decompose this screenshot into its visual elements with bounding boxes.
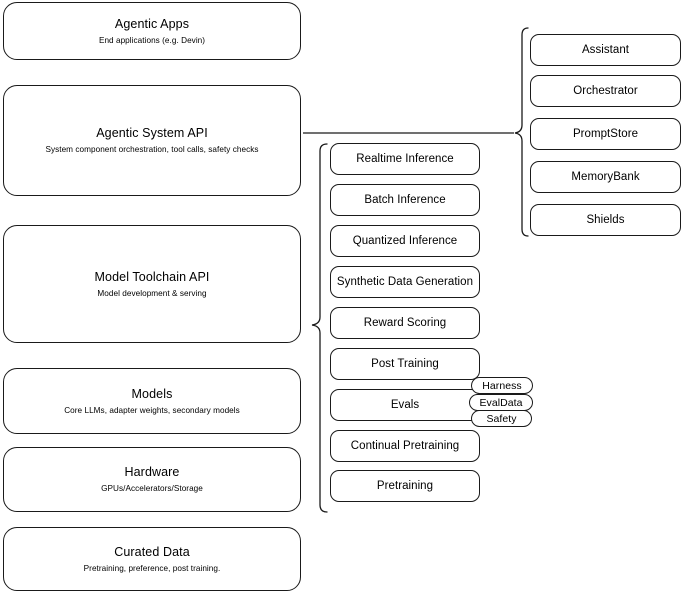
chip-label: Assistant [581,44,630,56]
chip-label: Quantized Inference [352,235,458,247]
layer-title: Agentic Apps [114,16,190,31]
chip-label: Realtime Inference [356,153,454,165]
chip-label: Evals [390,399,420,411]
agentic-system-item-assistant[interactable]: Assistant [530,34,681,66]
toolchain-item-pretraining[interactable]: Pretraining [330,470,480,502]
agentic-system-item-orchestrator[interactable]: Orchestrator [530,75,681,107]
agentic-system-item-memorybank[interactable]: MemoryBank [530,161,681,193]
toolchain-item-evals[interactable]: Evals [330,389,480,421]
chip-label: Synthetic Data Generation [336,276,474,288]
toolchain-item-synthetic-data-generation[interactable]: Synthetic Data Generation [330,266,480,298]
layer-agentic-apps[interactable]: Agentic Apps End applications (e.g. Devi… [3,2,301,60]
pill-label: Safety [486,412,517,425]
layer-subtitle: Pretraining, preference, post training. [83,563,221,573]
chip-label: PromptStore [572,128,639,140]
layer-subtitle: Core LLMs, adapter weights, secondary mo… [64,405,240,415]
toolchain-item-continual-pretraining[interactable]: Continual Pretraining [330,430,480,462]
toolchain-item-quantized-inference[interactable]: Quantized Inference [330,225,480,257]
layer-title: Hardware [124,465,180,479]
toolchain-item-realtime-inference[interactable]: Realtime Inference [330,143,480,175]
toolchain-item-post-training[interactable]: Post Training [330,348,480,380]
toolchain-item-reward-scoring[interactable]: Reward Scoring [330,307,480,339]
layer-subtitle: Model development & serving [97,288,207,298]
layer-subtitle: System component orchestration, tool cal… [45,145,259,154]
eval-pill-harness[interactable]: Harness [471,377,533,394]
chip-label: Pretraining [376,480,434,492]
chip-label: Batch Inference [364,194,446,206]
agentic-system-item-promptstore[interactable]: PromptStore [530,118,681,150]
toolchain-item-batch-inference[interactable]: Batch Inference [330,184,480,216]
layer-title: Agentic System API [96,126,208,140]
pill-label: EvalData [479,396,523,409]
chip-label: Continual Pretraining [350,440,460,452]
layer-subtitle: End applications (e.g. Devin) [98,35,206,45]
chip-label: Reward Scoring [363,317,447,329]
layer-title: Models [131,386,173,401]
layer-model-toolchain-api[interactable]: Model Toolchain API Model development & … [3,225,301,343]
chip-label: MemoryBank [571,171,640,183]
agentic-system-item-shields[interactable]: Shields [530,204,681,236]
pill-label: Harness [482,379,522,392]
chip-label: Orchestrator [573,85,638,97]
layer-curated-data[interactable]: Curated Data Pretraining, preference, po… [3,527,301,591]
layer-title: Model Toolchain API [94,269,210,284]
layer-agentic-system-api[interactable]: Agentic System API System component orch… [3,85,301,196]
layer-subtitle: GPUs/Accelerators/Storage [101,484,203,493]
layer-title: Curated Data [114,544,190,559]
chip-label: Post Training [371,358,439,370]
brace-model-toolchain [311,143,328,513]
layer-models[interactable]: Models Core LLMs, adapter weights, secon… [3,368,301,434]
layer-hardware[interactable]: Hardware GPUs/Accelerators/Storage [3,447,301,512]
brace-agentic-system [514,27,529,237]
chip-label: Shields [586,214,625,226]
eval-pill-evaldata[interactable]: EvalData [469,394,533,411]
eval-pill-safety[interactable]: Safety [471,410,532,427]
